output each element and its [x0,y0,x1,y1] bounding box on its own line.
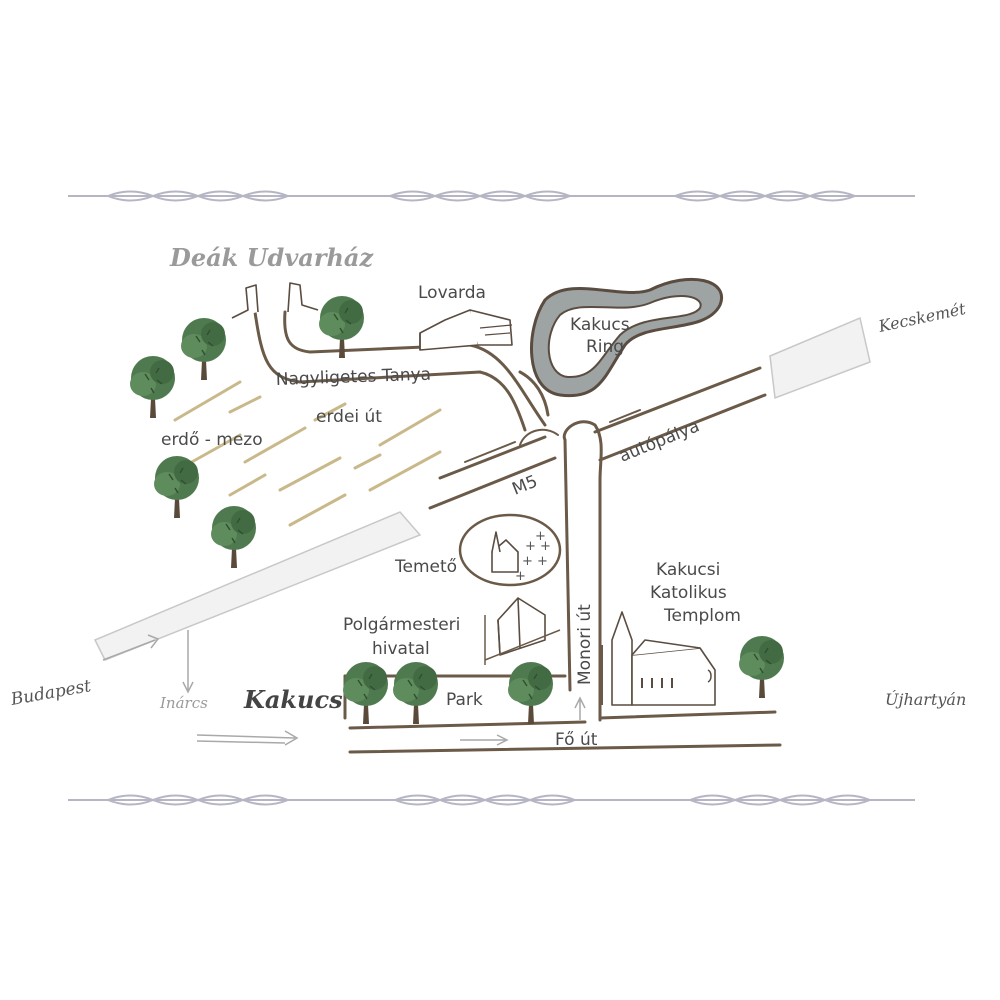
label-deak-udvarhaz: Deák Udvarház [169,243,374,272]
m5-motorway [93,316,871,661]
motorway-road-lines [428,366,767,510]
tree-icon [210,505,257,569]
label-ujhartyan: Újhartyán [885,689,966,709]
tree-icon [738,635,785,699]
fo-ut-road [348,710,782,754]
label-kakucs-ring-1: Kakucs [570,315,630,335]
manor-gate-icon [231,282,319,319]
label-kecskemet: Kecskemét [876,299,968,336]
label-kakucs: Kakucs [243,685,343,714]
tree-icon [180,317,227,381]
label-kakucs-ring-2: Ring [586,337,624,357]
cemetery-icon: + + + + + + [458,513,562,587]
label-templom-3: Templom [663,606,741,626]
label-fo-ut: Fő út [555,730,598,750]
tree-icon [507,661,554,725]
kakucs-ring [530,277,724,398]
tree-icon [153,455,200,519]
barn-icon [419,309,513,351]
tree-icon [392,661,439,725]
label-polgarmesteri-2: hivatal [372,639,430,659]
label-templom-2: Katolikus [650,583,727,603]
label-erdei-ut: erdei út [316,407,382,427]
label-budapest: Budapest [8,676,92,710]
church-icon [601,611,716,706]
label-monori-ut: Monori út [575,604,595,685]
bottom-divider [68,794,915,806]
label-erdo-mezo: erdő - mezo [161,430,263,450]
svg-text:+: + [535,529,546,544]
top-divider [68,190,915,202]
town-hall-icon [484,597,561,665]
tree-icon [342,661,389,725]
label-inarcs: Inárcs [159,694,208,712]
label-park: Park [446,690,483,710]
svg-text:+ +: + + [525,539,551,554]
label-lovarda: Lovarda [418,283,486,303]
label-temeto: Temető [394,557,457,577]
arrow-icon [102,630,586,746]
label-nagyligetes-tanya: Nagyligetes Tanya [275,365,431,390]
label-autopalya: autópálya [616,416,702,466]
monori-road [519,420,603,722]
svg-text:+ +: + + [522,554,548,569]
label-templom-1: Kakucsi [656,560,720,580]
label-polgarmesteri-1: Polgármesteri [343,615,460,635]
tree-icon [129,355,176,419]
field-lines [173,380,442,527]
svg-text:+: + [515,569,526,584]
